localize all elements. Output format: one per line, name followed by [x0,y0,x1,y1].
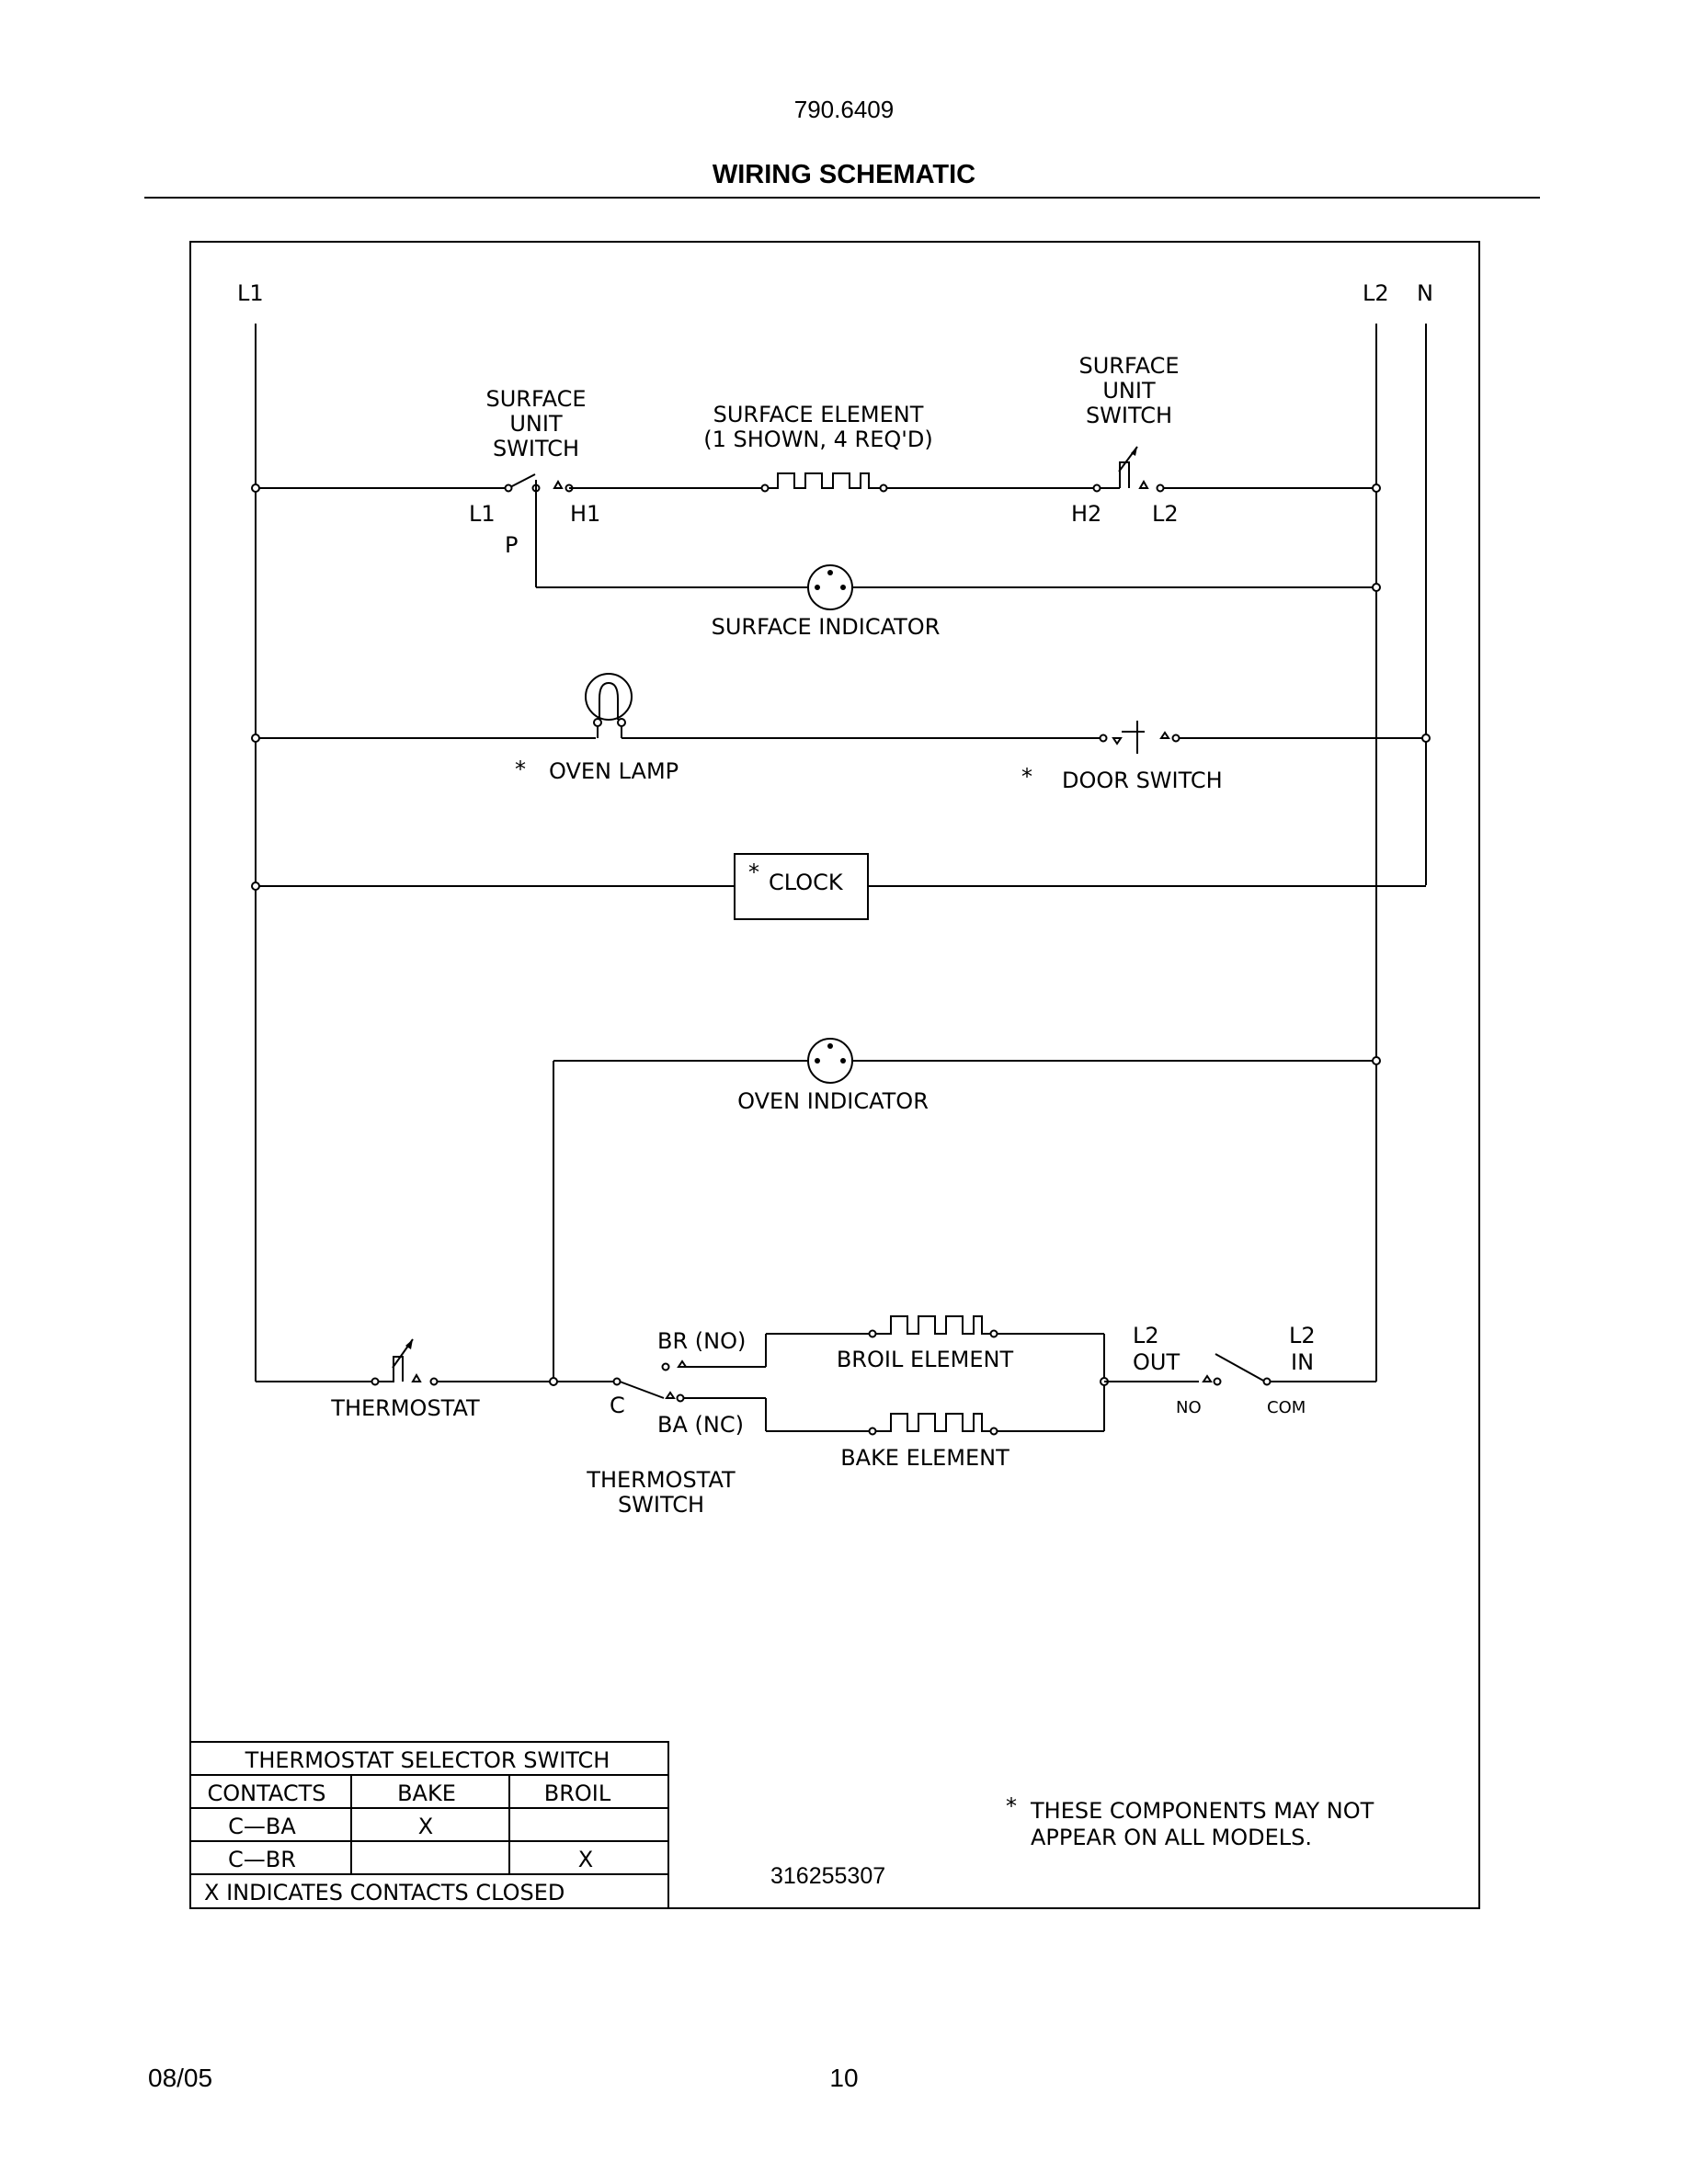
clock-asterisk: * [748,859,759,885]
selector-table-row2-contacts: C—BR [228,1847,296,1872]
surface-element-heater [768,472,881,489]
thermostat-label: THERMOSTAT [330,1395,480,1421]
surface-unit-circuit [256,446,1376,610]
br-contact-label: BR (NO) [657,1328,746,1354]
oven-indicator-lamp [807,1038,853,1084]
l2-out-label-1: L2 [1133,1323,1159,1348]
document-number: 790.6409 [793,96,895,123]
terminal-n-label: N [1417,280,1433,306]
selector-table-header-bake: BAKE [397,1780,456,1806]
surface-switch-pin-h1: H1 [570,501,600,527]
power-rails [255,324,1427,1382]
terminal-l1-label: L1 [237,280,264,306]
relay-no-label: NO [1176,1398,1202,1417]
oven-lamp-filament [599,681,619,720]
selector-switch-table [189,1741,669,1909]
broil-element-heater [875,1315,991,1335]
oven-lamp-label: OVEN LAMP [549,758,679,784]
surface-indicator-lamp [807,564,853,610]
surface-switch-pin-h2: H2 [1071,501,1101,527]
selector-table-header-broil: BROIL [544,1780,611,1806]
surface-switch-right-label-1: SURFACE [1079,353,1180,379]
footer-date: 08/05 [148,2064,213,2092]
notes-asterisk: * [1006,1793,1017,1819]
surface-switch-right-label-2: UNIT [1102,378,1156,404]
thermostat-switch-label-1: THERMOSTAT [586,1467,736,1493]
clock-label: CLOCK [769,870,844,895]
thermostat-switch-blade [619,1381,665,1399]
selector-table-header-contacts: CONTACTS [207,1780,325,1806]
page-number: 10 [829,2064,859,2092]
terminal-l2-label: L2 [1363,280,1389,306]
l2-out-label-2: OUT [1133,1349,1180,1375]
schematic-frame [189,241,1480,1909]
selector-table-footnote: X INDICATES CONTACTS CLOSED [204,1880,565,1905]
selector-table-row2-broil: X [578,1847,593,1872]
surface-switch-left-label-2: UNIT [509,411,563,437]
selector-table-title: THERMOSTAT SELECTOR SWITCH [245,1747,610,1773]
clock-circuit [256,853,1426,920]
surface-switch-pin-p: P [505,532,518,558]
selector-table-row1-contacts: C—BA [228,1814,296,1839]
oven-indicator-circuit [553,1038,1376,1382]
surface-element-label-2: (1 SHOWN, 4 REQ'D) [703,427,932,452]
surface-switch-left-contact [508,473,536,489]
surface-switch-right-symbol [1119,461,1130,488]
surface-element-label-1: SURFACE ELEMENT [713,402,924,427]
surface-indicator-label: SURFACE INDICATOR [712,614,941,640]
l2-relay-blade [1215,1353,1266,1382]
surface-switch-right-label-3: SWITCH [1086,403,1172,428]
l2-in-label-1: L2 [1289,1323,1316,1348]
oven-lamp-circuit [256,673,1426,754]
selector-table-row1-bake: X [418,1814,433,1839]
thermostat-symbol [378,1356,404,1382]
bake-element-label: BAKE ELEMENT [840,1445,1009,1471]
part-number: 316255307 [770,1863,885,1889]
bake-element-heater [875,1413,991,1432]
notes-line-1: THESE COMPONENTS MAY NOT [1030,1798,1374,1824]
l2-in-label-2: IN [1291,1349,1314,1375]
thermostat-switch-common-label: C [610,1393,625,1418]
oven-lamp-asterisk: * [515,756,526,782]
door-switch-asterisk: * [1021,764,1032,790]
thermostat-switch-label-2: SWITCH [618,1492,704,1518]
page-title: WIRING SCHEMATIC [712,160,976,189]
surface-switch-left-label-3: SWITCH [493,436,579,461]
notes-line-2: APPEAR ON ALL MODELS. [1031,1825,1312,1850]
relay-com-label: COM [1267,1398,1306,1417]
door-switch-label: DOOR SWITCH [1062,768,1223,793]
surface-switch-left-label-1: SURFACE [486,386,587,412]
header-divider [144,197,1540,199]
oven-element-circuit [256,1315,1376,1436]
broil-element-label: BROIL ELEMENT [837,1347,1014,1372]
ba-contact-label: BA (NC) [657,1412,744,1438]
surface-switch-pin-l2: L2 [1152,501,1179,527]
oven-lamp-bulb [585,673,633,721]
surface-switch-pin-l1: L1 [469,501,496,527]
oven-indicator-label: OVEN INDICATOR [737,1088,929,1114]
